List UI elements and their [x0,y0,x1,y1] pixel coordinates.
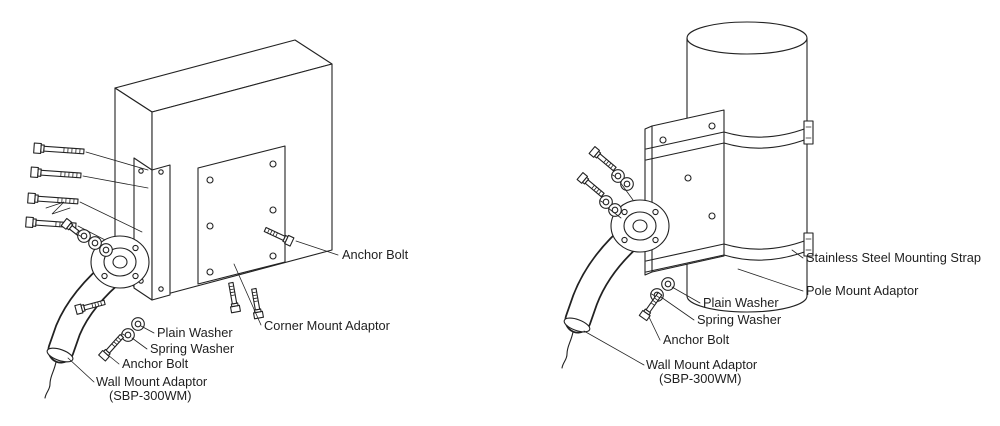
label-anchor-bolt-plate: Anchor Bolt [342,247,409,262]
leader-line [233,263,262,326]
plain-washer-icon [131,317,145,331]
strap-buckle [803,232,814,257]
break-mark [45,201,71,215]
mounting-bolt-icon [27,192,79,208]
plain-washer-icon [620,177,634,191]
anchor-bolt-icon [225,281,241,314]
plain-washer-icon [661,277,675,291]
leader-line [295,240,339,256]
pole-mount-diagram: Stainless Steel Mounting Strap Pole Moun… [561,21,981,386]
spring-washer-icon [77,229,91,243]
label-anchor-bolt: Anchor Bolt [663,332,730,347]
label-plain-washer: Plain Washer [703,295,779,310]
label-wall-mount-model: (SBP-300WM) [109,388,191,403]
leader-line [140,325,155,334]
label-mounting-strap: Stainless Steel Mounting Strap [806,250,981,265]
anchor-bolt-icon [588,146,619,174]
leader-line [67,357,95,383]
cable-line [561,331,574,369]
label-plain-washer: Plain Washer [157,325,233,340]
mounting-bolt-icon [30,166,82,182]
alignment-line [607,207,622,219]
mounting-bolt-icon [33,142,85,158]
corner-mount-adaptor-plate [197,145,286,285]
plain-washer-icon [88,236,102,250]
mounting-strap-lower [645,232,814,273]
label-pole-mount-adaptor: Pole Mount Adaptor [806,283,919,298]
leader-line [671,286,701,304]
label-corner-mount-adaptor: Corner Mount Adaptor [264,318,391,333]
cable-line [44,361,57,399]
leader-line [660,296,695,321]
label-wall-mount-adaptor: Wall Mount Adaptor [646,357,758,372]
label-wall-mount-adaptor: Wall Mount Adaptor [96,374,208,389]
label-spring-washer: Spring Washer [150,341,235,356]
spring-washer-icon [121,328,135,342]
label-wall-mount-model: (SBP-300WM) [659,371,741,386]
mounting-strap-upper [645,120,814,161]
alignment-line [619,181,634,201]
label-anchor-bolt: Anchor Bolt [122,356,189,371]
alignment-line [82,175,149,189]
label-spring-washer: Spring Washer [697,312,782,327]
leader-line [107,354,120,365]
leader-line [648,316,661,341]
plain-washer-icon [99,243,113,257]
leader-line [131,337,148,350]
leader-line [791,249,804,259]
alignment-line [79,201,143,233]
anchor-bolt-icon [576,172,607,200]
wall-mount-adaptor-arm [561,218,650,369]
alignment-line [85,151,149,171]
leader-line [737,268,804,292]
leader-line [583,330,645,366]
strap-buckle [803,120,814,145]
corner-mount-diagram: Anchor Bolt Corner Mount Adaptor Plain W… [25,39,409,403]
